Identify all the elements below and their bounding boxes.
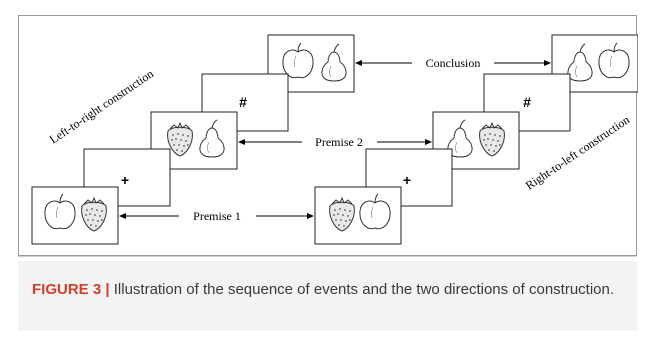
left-plus-frame <box>83 148 171 207</box>
hash-symbol: # <box>523 94 531 110</box>
caption-text: Illustration of the sequence of events a… <box>113 281 615 298</box>
figure-diagram: # + # + <box>31 34 638 245</box>
left-sequence: # + <box>31 34 355 245</box>
plus-symbol: + <box>403 172 411 188</box>
premise1-arrow: Premise 1 <box>119 209 314 223</box>
right-premise1-frame <box>314 186 402 245</box>
conclusion-label: Conclusion <box>426 56 481 70</box>
premise2-label: Premise 2 <box>315 135 363 149</box>
left-construction-label: Left-to-right construction <box>47 66 156 146</box>
right-sequence: # + <box>314 34 638 245</box>
caption-divider <box>18 256 637 257</box>
conclusion-arrow: Conclusion <box>355 56 551 70</box>
plus-symbol: + <box>121 172 129 188</box>
caption-separator: | <box>105 281 110 298</box>
premise2-arrow: Premise 2 <box>238 135 432 149</box>
caption-label: FIGURE 3 <box>32 281 102 298</box>
figure-panel: # + # + <box>18 15 638 256</box>
premise1-label: Premise 1 <box>193 209 241 223</box>
figure-caption: FIGURE 3 | Illustration of the sequence … <box>18 261 637 331</box>
hash-symbol: # <box>239 94 247 110</box>
